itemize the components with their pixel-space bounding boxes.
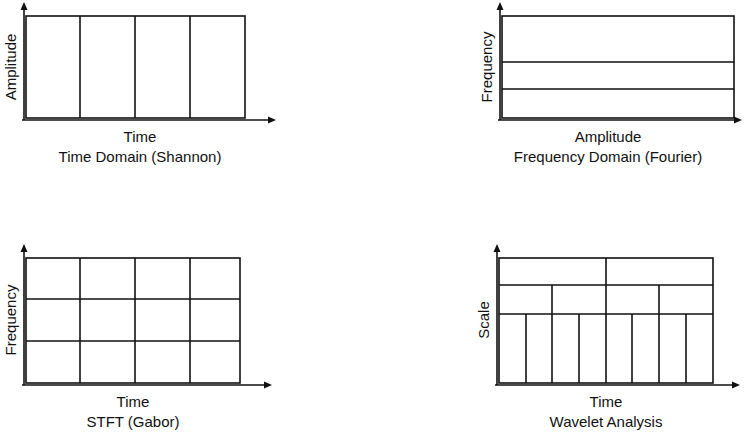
axis-label: Amplitude (575, 129, 642, 146)
axes (498, 6, 738, 120)
axis-label: Frequency (3, 285, 20, 356)
stft-tiling (26, 258, 240, 383)
axes (22, 6, 272, 120)
axis-arrowheads (21, 2, 743, 389)
axis-label: Scale (476, 301, 493, 339)
time-domain-tiling (26, 16, 245, 118)
axis-label: Time (124, 129, 157, 146)
panel-caption: Frequency Domain (Fourier) (514, 149, 702, 166)
axis-label: Time (590, 394, 623, 411)
axis-label: Time (117, 394, 150, 411)
frequency-domain-tiling (502, 16, 734, 118)
axis-label: Amplitude (3, 34, 20, 101)
axes (22, 248, 268, 385)
axes (495, 248, 736, 385)
panel-caption: Time Domain (Shannon) (59, 149, 222, 166)
panel-caption: Wavelet Analysis (550, 414, 663, 431)
panel-caption: STFT (Gabor) (86, 414, 179, 431)
axis-label: Frequency (479, 32, 496, 103)
wavelet-tiling (499, 258, 713, 383)
